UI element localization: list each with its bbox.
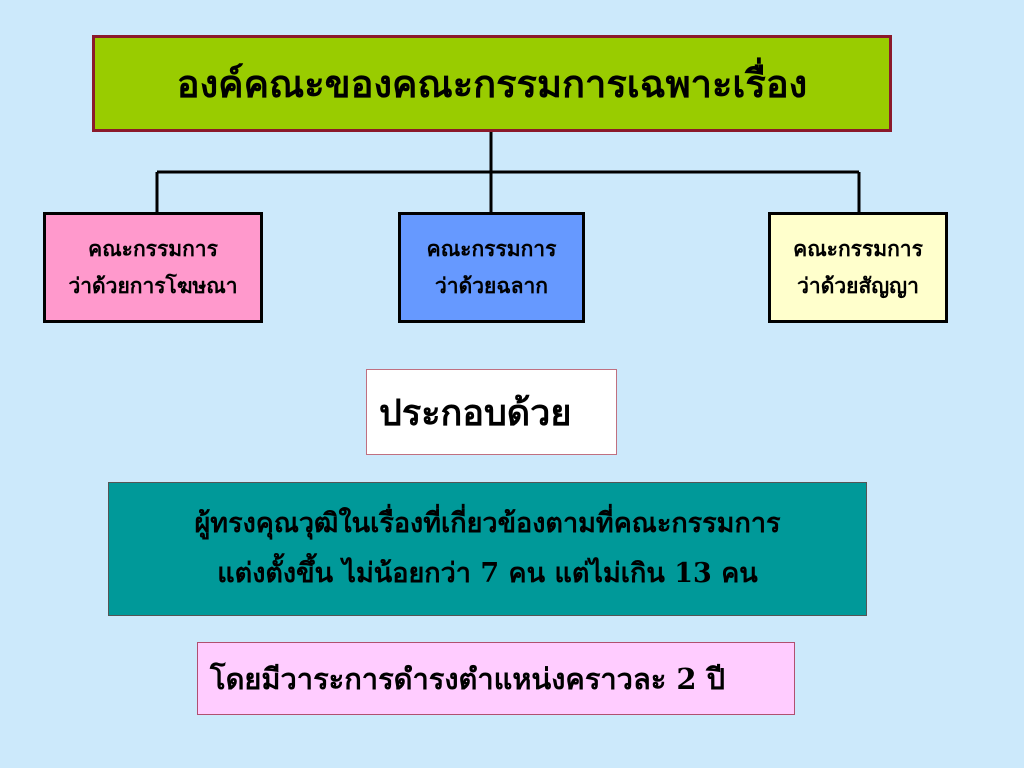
term-text: โดยมีวาระการดำรงตำแหน่งคราวละ 2 ปี (210, 661, 726, 696)
committee-box-advertising: คณะกรรมการ ว่าด้วยการโฆษณา (43, 212, 263, 323)
diagram-title-box: องค์คณะของคณะกรรมการเฉพาะเรื่อง (92, 35, 892, 132)
committee-contract-line2: ว่าด้วยสัญญา (797, 272, 919, 298)
qualification-line1: ผู้ทรงคุณวุฒิในเรื่องที่เกี่ยวข้องตามที่… (194, 508, 781, 540)
committee-labeling-line2: ว่าด้วยฉลาก (435, 272, 548, 298)
committee-contract-line1: คณะกรรมการ (793, 235, 923, 261)
qualification-box: ผู้ทรงคุณวุฒิในเรื่องที่เกี่ยวข้องตามที่… (108, 482, 867, 616)
term-box: โดยมีวาระการดำรงตำแหน่งคราวละ 2 ปี (197, 642, 795, 715)
consists-of-label: ประกอบด้วย (379, 391, 572, 434)
committee-box-labeling: คณะกรรมการ ว่าด้วยฉลาก (398, 212, 585, 323)
committee-labeling-line1: คณะกรรมการ (426, 235, 557, 261)
qualification-line2: แต่งตั้งขึ้น ไม่น้อยกว่า 7 คน แต่ไม่เกิน… (217, 558, 758, 589)
consists-of-box: ประกอบด้วย (366, 369, 617, 455)
committee-advertising-line1: คณะกรรมการ (88, 235, 218, 261)
committee-box-contract: คณะกรรมการ ว่าด้วยสัญญา (768, 212, 948, 323)
committee-advertising-line2: ว่าด้วยการโฆษณา (68, 272, 238, 298)
diagram-title: องค์คณะของคณะกรรมการเฉพาะเรื่อง (176, 61, 808, 106)
